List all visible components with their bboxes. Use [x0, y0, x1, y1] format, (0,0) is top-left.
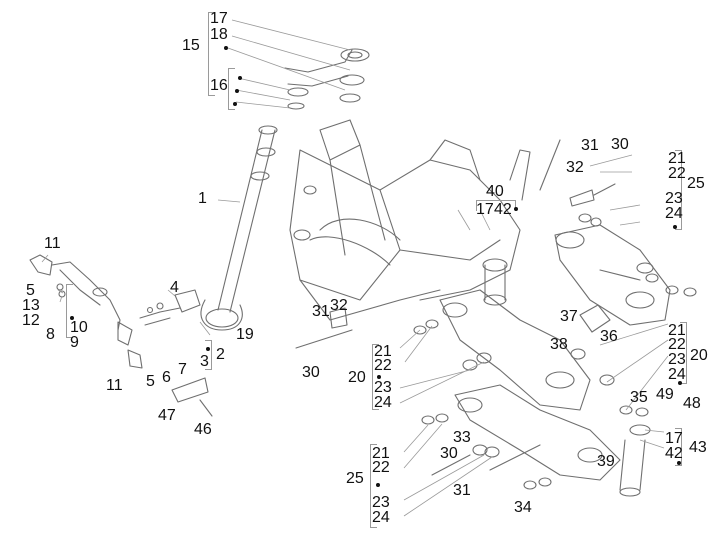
callout-31: 31 — [312, 303, 330, 320]
callout-21: 21 — [668, 150, 686, 167]
footrest-assembly — [29, 254, 213, 417]
callout-13: 13 — [22, 297, 40, 314]
callout-21: 21 — [372, 445, 390, 462]
bullet-dot — [677, 461, 681, 465]
callout-24: 24 — [668, 366, 686, 383]
bracket-16 — [228, 68, 235, 110]
callout-33: 33 — [453, 429, 471, 446]
bolts — [295, 307, 353, 349]
callout-9: 9 — [70, 334, 79, 351]
callout-8: 8 — [46, 326, 55, 343]
callout-19: 19 — [236, 326, 254, 343]
bracket-25-lower — [370, 444, 377, 528]
callout-46: 46 — [194, 421, 212, 438]
bullet-dot — [376, 483, 380, 487]
callout-30: 30 — [611, 136, 629, 153]
callout-25: 25 — [687, 175, 705, 192]
bullet-dot — [206, 347, 210, 351]
bracket-40 — [476, 200, 516, 211]
steering-stem — [200, 49, 353, 331]
callout-20: 20 — [348, 369, 366, 386]
bracket-20-left — [372, 344, 379, 410]
callout-37: 37 — [560, 308, 578, 325]
callout-1: 1 — [198, 190, 207, 207]
bearing-stack — [287, 48, 370, 110]
callout-4: 4 — [170, 279, 179, 296]
callout-20: 20 — [690, 347, 708, 364]
bullet-dot — [224, 46, 228, 50]
callout-47: 47 — [158, 407, 176, 424]
callout-30: 30 — [302, 364, 320, 381]
callout-12: 12 — [22, 312, 40, 329]
callout-11: 11 — [106, 377, 123, 394]
callout-21: 21 — [374, 343, 392, 360]
callout-24: 24 — [374, 394, 392, 411]
callout-17: 17 — [210, 10, 228, 27]
callout-49: 49 — [656, 386, 674, 403]
callout-22: 22 — [374, 357, 392, 374]
callout-23: 23 — [665, 190, 683, 207]
swingarm-upper — [554, 183, 697, 326]
callout-32: 32 — [330, 297, 348, 314]
callout-11: 11 — [44, 235, 61, 252]
callout-23: 23 — [668, 351, 686, 368]
callout-3: 3 — [200, 353, 209, 370]
callout-7: 7 — [178, 361, 187, 378]
callout-24: 24 — [665, 205, 683, 222]
bullet-dot — [377, 375, 381, 379]
bullet-dot — [678, 381, 682, 385]
bullet-dot — [514, 207, 518, 211]
callout-42: 42 — [665, 445, 683, 462]
main-frame — [289, 119, 561, 321]
bracket-8 — [66, 284, 73, 338]
callout-36: 36 — [600, 328, 618, 345]
callout-18: 18 — [210, 26, 228, 43]
bullet-dot — [70, 316, 74, 320]
bracket-20-right — [680, 322, 687, 384]
bracket-15 — [208, 12, 215, 96]
bullet-dot — [673, 225, 677, 229]
callout-15: 15 — [182, 37, 200, 54]
callout-22: 22 — [668, 165, 686, 182]
callout-40: 40 — [486, 183, 504, 200]
callout-31: 31 — [453, 482, 471, 499]
bracket-25-upper — [675, 150, 682, 230]
callout-17: 17 — [476, 201, 494, 218]
callout-32: 32 — [566, 159, 584, 176]
bullet-dot — [233, 102, 237, 106]
callout-22: 22 — [668, 336, 686, 353]
callout-24: 24 — [372, 509, 390, 526]
callout-6: 6 — [162, 369, 171, 386]
bullet-dot — [235, 89, 239, 93]
callout-34: 34 — [514, 499, 532, 516]
swingarm-lower — [421, 384, 651, 497]
callout-35: 35 — [630, 389, 648, 406]
bracket-2 — [205, 340, 212, 370]
callout-48: 48 — [683, 395, 701, 412]
callout-16: 16 — [210, 77, 228, 94]
callout-21: 21 — [668, 322, 686, 339]
callout-2: 2 — [216, 346, 225, 363]
callout-23: 23 — [374, 379, 392, 396]
callout-30: 30 — [440, 445, 458, 462]
callout-22: 22 — [372, 459, 390, 476]
callout-17: 17 — [665, 430, 683, 447]
callout-5: 5 — [26, 282, 35, 299]
callout-42: 42 — [494, 201, 512, 218]
swingarm-middle — [413, 289, 649, 417]
callout-5: 5 — [146, 373, 155, 390]
bullet-dot — [238, 76, 242, 80]
callout-10: 10 — [70, 319, 88, 336]
callout-31: 31 — [581, 137, 599, 154]
callout-39: 39 — [597, 453, 615, 470]
callout-23: 23 — [372, 494, 390, 511]
callout-25: 25 — [346, 470, 364, 487]
bracket-43 — [675, 428, 682, 466]
callout-43: 43 — [689, 439, 707, 456]
callout-38: 38 — [550, 336, 568, 353]
